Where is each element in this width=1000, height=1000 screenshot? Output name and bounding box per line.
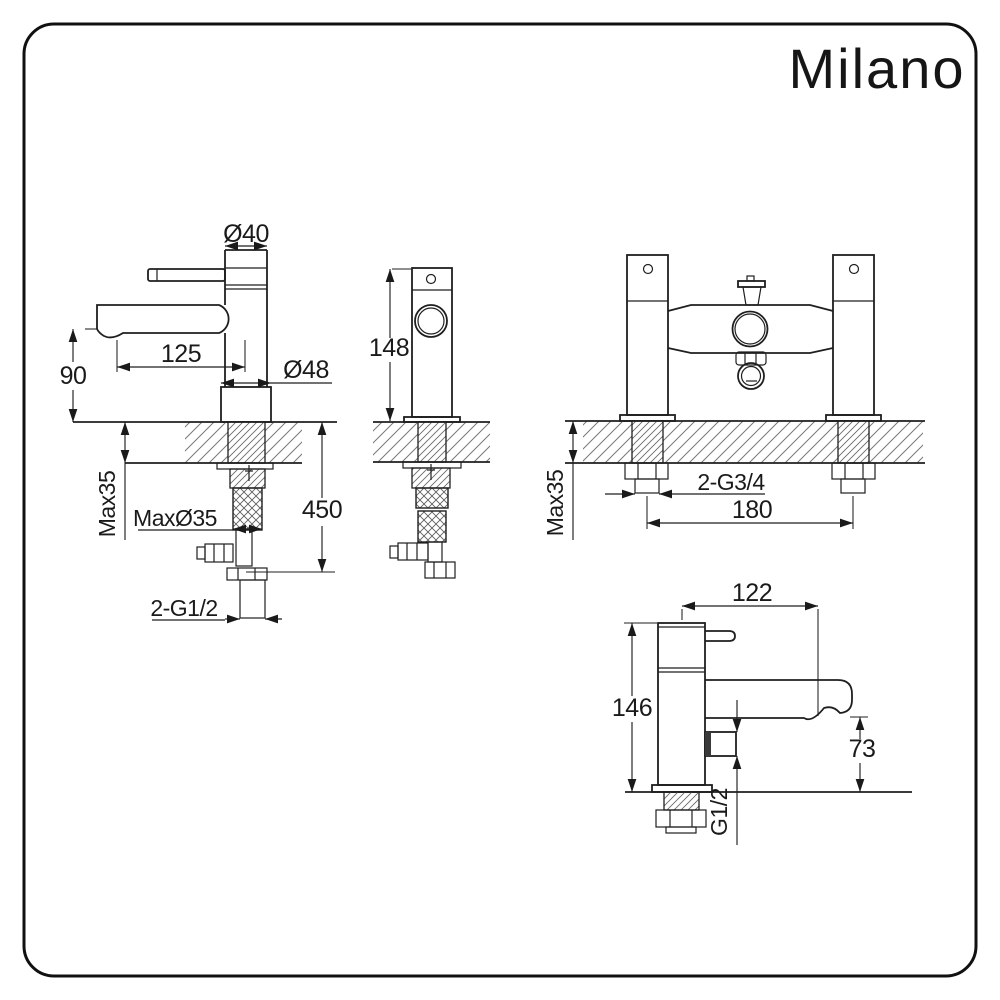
dim-label-max35-right: Max35 xyxy=(542,470,568,537)
dim-label-2g34: 2-G3/4 xyxy=(697,469,765,495)
basin-mixer-front-view: 148 xyxy=(369,267,490,579)
bath-mixer-side-view: 122 146 73 G1/2 xyxy=(612,579,912,845)
dim-body-height: 148 xyxy=(369,268,411,421)
dim-label-122: 122 xyxy=(732,579,772,607)
dim-hose-drop: 450 xyxy=(246,422,343,573)
threaded-shank xyxy=(663,791,700,811)
dim-outlet-height: 73 xyxy=(849,716,876,792)
base-and-tail xyxy=(625,784,912,834)
page-border xyxy=(22,22,978,978)
counter-section xyxy=(73,421,337,464)
dim-label-dia48: Ø48 xyxy=(283,356,329,384)
dim-body-height-bath: 146 xyxy=(612,622,657,792)
body-ring xyxy=(414,304,448,338)
dim-label-180: 180 xyxy=(732,496,772,524)
dim-label-2g12: 2-G1/2 xyxy=(150,595,217,621)
tap-body xyxy=(403,267,461,423)
dim-spout-reach-bath: 122 xyxy=(681,579,819,716)
outlet-nut xyxy=(735,351,767,366)
tap-spout xyxy=(96,304,230,339)
tail-right xyxy=(840,478,866,494)
dim-label-146: 146 xyxy=(612,694,652,722)
dim-hole-centres: 180 xyxy=(646,496,854,529)
dim-spout-height: 90 xyxy=(60,328,98,422)
diverter-ring xyxy=(731,310,769,348)
dim-label-90: 90 xyxy=(60,362,87,390)
dim-inlet-thread-bath: 2-G3/4 xyxy=(605,469,766,499)
dim-inlet-thread-basin: 2-G1/2 xyxy=(150,595,282,624)
dim-dia-base: Ø48 xyxy=(221,356,332,388)
dim-max-deck-left: Max35 xyxy=(94,422,130,540)
fixing-kit-and-hose xyxy=(389,461,462,579)
counter-section xyxy=(373,421,490,463)
right-pillar xyxy=(825,254,882,422)
handle-screw-hole xyxy=(425,273,437,285)
braided-hose xyxy=(232,487,263,531)
bath-mixer-front-view: 2-G3/4 180 Max35 xyxy=(542,254,925,540)
tap-spout xyxy=(705,679,853,721)
fixing-nut xyxy=(229,468,266,489)
dim-label-148: 148 xyxy=(369,334,409,362)
tail-left xyxy=(634,478,660,494)
tap-body xyxy=(224,249,268,387)
dim-label-73: 73 xyxy=(849,735,876,763)
dim-label-125: 125 xyxy=(161,340,201,368)
dim-dia-top: Ø40 xyxy=(223,220,269,251)
brand-logo: Milano xyxy=(789,37,966,100)
dim-max-hole: MaxØ35 xyxy=(133,505,262,534)
tap-handle xyxy=(147,268,226,282)
inlet-tails xyxy=(624,462,876,494)
hose-nut xyxy=(424,561,456,579)
hose-tail xyxy=(239,579,266,619)
dim-spout-reach: 125 xyxy=(116,340,246,372)
dim-label-maxdia35: MaxØ35 xyxy=(133,505,217,531)
braided-hose-upper xyxy=(415,487,449,509)
braided-hose-lower xyxy=(417,510,447,543)
shower-outlet-port xyxy=(704,731,737,757)
basin-mixer-side-view: Ø40 125 90 Ø48 Max35 MaxØ35 xyxy=(60,220,343,624)
tap-handle xyxy=(705,630,736,642)
fixing-kit-and-hose xyxy=(196,462,274,619)
mixer-body xyxy=(667,275,834,390)
dim-label-max35-left: Max35 xyxy=(94,471,120,538)
dim-outlet-thread: G1/2 xyxy=(706,700,742,845)
dim-label-g12: G1/2 xyxy=(706,788,732,836)
dim-max-deck-right: Max35 xyxy=(542,421,578,540)
shower-outlet xyxy=(737,362,765,390)
deck-section xyxy=(565,420,925,464)
dim-label-450: 450 xyxy=(302,496,342,524)
dim-label-dia40: Ø40 xyxy=(223,220,269,248)
